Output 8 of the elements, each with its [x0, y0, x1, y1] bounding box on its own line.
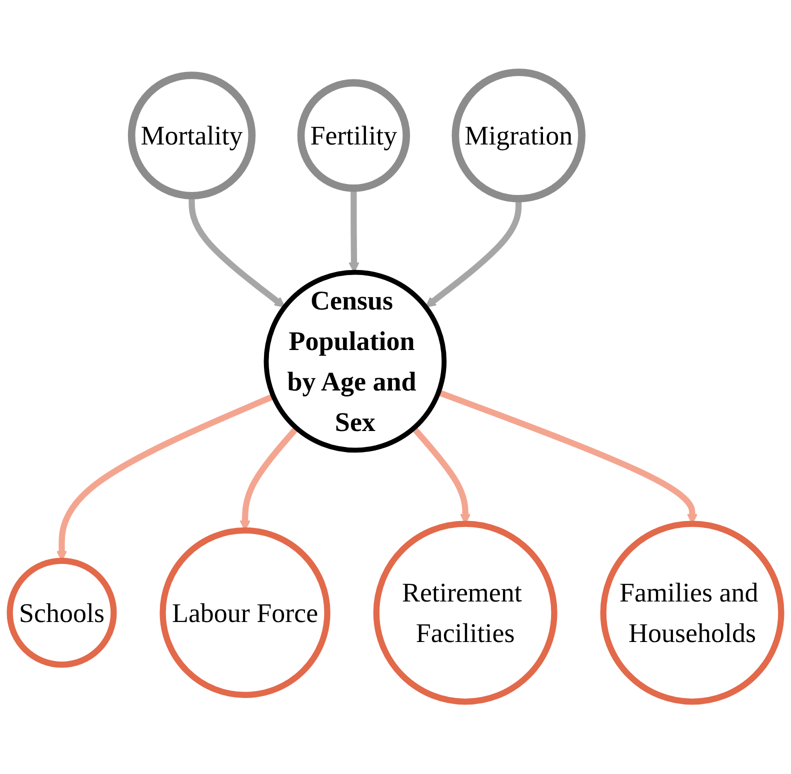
- node-circle: Families and Households: [600, 520, 784, 705]
- node-circle: Fertility: [297, 79, 410, 192]
- node-circle: Retirement Facilities: [373, 520, 558, 705]
- node-circle: Migration: [452, 68, 586, 202]
- node-circle: Schools: [6, 558, 117, 668]
- node-circle: Labour Force: [160, 527, 330, 698]
- node-circle: Mortality: [128, 72, 256, 200]
- node-circle: Census Population by Age and Sex: [264, 270, 447, 453]
